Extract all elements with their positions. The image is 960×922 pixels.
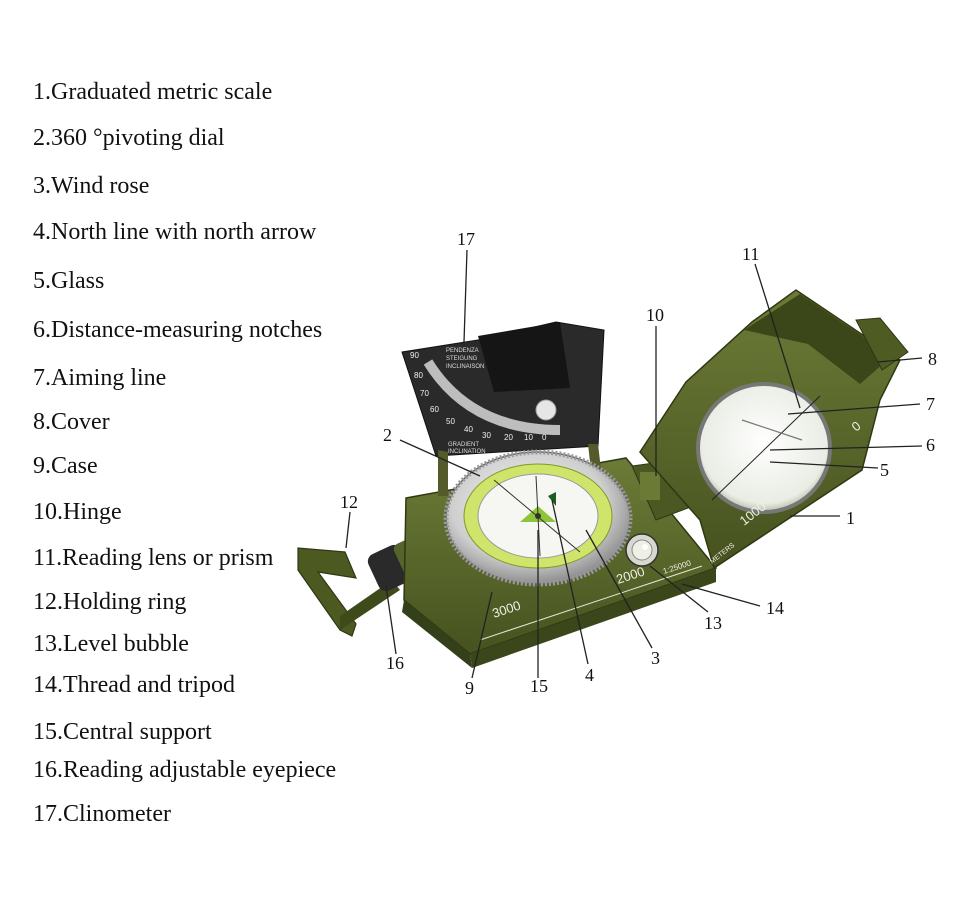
clino-label-3: INCLINAISON — [446, 364, 484, 370]
leader-11 — [754, 263, 801, 409]
legend-item-5: 5.Glass — [33, 268, 105, 294]
leader-13 — [649, 565, 709, 613]
legend-item-9: 9.Case — [33, 453, 98, 479]
cover: 1000 0 METERS — [639, 289, 909, 570]
leader-16 — [385, 585, 397, 655]
callout-2: 2 — [383, 425, 392, 445]
leader-8 — [877, 357, 923, 363]
leader-5 — [769, 461, 879, 469]
clino-num-0: 0 — [542, 433, 547, 442]
compass-dial — [443, 449, 633, 587]
legend-item-11: 11.Reading lens or prism — [33, 545, 274, 571]
callout-15: 15 — [530, 676, 548, 696]
callout-4: 4 — [585, 665, 594, 685]
clino-num-70: 70 — [420, 389, 429, 398]
leader-2 — [399, 439, 481, 477]
callout-10: 10 — [646, 305, 664, 325]
legend-item-6: 6.Distance-measuring notches — [33, 317, 323, 343]
legend-item-3: 3.Wind rose — [33, 173, 150, 199]
callout-12: 12 — [340, 492, 358, 512]
legend-item-15: 15.Central support — [33, 719, 212, 745]
legend-item-10: 10.Hinge — [33, 499, 122, 525]
clino-num-50: 50 — [446, 417, 455, 426]
legend-item-7: 7.Aiming line — [33, 365, 167, 391]
callout-1: 1 — [846, 508, 855, 528]
callout-6: 6 — [926, 435, 935, 455]
callout-7: 7 — [926, 394, 935, 414]
legend-item-4: 4.North line with north arrow — [33, 219, 317, 245]
callout-9: 9 — [465, 678, 474, 698]
callout-13: 13 — [704, 613, 722, 633]
clino-label-5: INCLINATION — [448, 449, 486, 455]
holding-ring — [297, 547, 400, 637]
clino-num-60: 60 — [430, 405, 439, 414]
leader-17 — [463, 249, 468, 343]
legend-item-17: 17.Clinometer — [33, 801, 171, 827]
clino-label-1: PENDENZA — [446, 348, 479, 354]
callout-8: 8 — [928, 349, 937, 369]
clino-num-30: 30 — [482, 431, 491, 440]
callout-11: 11 — [742, 244, 759, 264]
legend-item-2: 2.360 °pivoting dial — [33, 125, 225, 151]
leader-lines — [345, 249, 923, 679]
legend-item-14: 14.Thread and tripod — [33, 672, 235, 698]
clinometer: PENDENZA STEIGUNG INCLINAISON GRADIENT I… — [401, 321, 605, 496]
legend-item-13: 13.Level bubble — [33, 631, 189, 657]
clino-num-20: 20 — [504, 433, 513, 442]
leader-6 — [769, 445, 923, 451]
clino-label-4: GRADIENT — [448, 442, 479, 448]
callout-16: 16 — [386, 653, 404, 673]
clino-num-40: 40 — [464, 425, 473, 434]
leader-4 — [551, 499, 589, 665]
leader-12 — [345, 511, 351, 549]
leader-3 — [585, 529, 653, 649]
callout-numbers: 1 2 3 4 5 6 7 8 9 10 11 12 13 14 15 16 1… — [340, 229, 937, 698]
legend-item-1: 1.Graduated metric scale — [33, 79, 273, 105]
leader-9 — [471, 591, 493, 679]
callout-3: 3 — [651, 648, 660, 668]
callout-5: 5 — [880, 460, 889, 480]
clino-label-2: STEIGUNG — [446, 356, 478, 362]
callout-17: 17 — [457, 229, 475, 249]
level-bubble — [625, 533, 659, 567]
clino-num-10: 10 — [524, 433, 533, 442]
legend-item-16: 16.Reading adjustable eyepiece — [33, 757, 337, 783]
legend-item-12: 12.Holding ring — [33, 589, 187, 615]
glass-window — [696, 382, 832, 514]
leader-7 — [787, 403, 921, 415]
legend-item-8: 8.Cover — [33, 409, 110, 435]
callout-14: 14 — [766, 598, 784, 618]
clino-num-80: 80 — [414, 371, 423, 380]
clino-num-90: 90 — [410, 351, 419, 360]
leader-14 — [681, 583, 761, 607]
